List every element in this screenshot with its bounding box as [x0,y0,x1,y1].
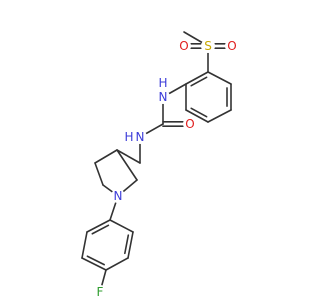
fluorine-atom-label: F [97,285,104,299]
bond-layer [81,31,233,293]
aromatic-bond-inner [190,107,208,118]
aromatic-bond-outer [127,231,134,259]
single-bond [94,149,118,164]
pyrrolidine-nitrogen-label: N [114,189,123,203]
sulfonyl-oxygen-left-label-background [177,39,191,53]
sulfonyl-oxygen-right-label: O [227,39,236,53]
single-bond [94,162,104,186]
aromatic-bond-inner [91,224,110,235]
single-bond [116,149,141,164]
aromatic-bond-inner [190,76,208,87]
urea-nh-alkyl-hydrogen-label-background [122,130,136,144]
single-bond [207,71,232,85]
aromatic-bond-outer [86,219,111,233]
sulfonyl-oxygen-left-label: O [179,39,188,53]
urea-oxygen-label-background [183,117,197,131]
aromatic-bond-outer [81,257,107,271]
urea-nh-alkyl-hydrogen-label: H [124,130,133,144]
urea-nitrogen-alkyl-label: N [136,130,145,144]
urea-nitrogen-aryl-label: N [159,90,168,104]
urea-nitrogen-aryl-label-background [156,90,170,104]
aromatic-bond-inner [86,255,105,266]
single-bond [109,219,134,233]
single-bond [116,149,138,181]
sulfur-atom-label-background [201,39,215,53]
single-bond [207,109,232,123]
sulfur-atom-label: S [204,39,212,53]
single-bond [105,257,129,271]
urea-nh-aryl-hydrogen-label-background [156,76,170,90]
urea-nh-aryl-hydrogen-label: H [158,76,167,90]
aromatic-bond-outer [185,109,209,123]
single-bond [81,231,88,259]
fluorine-atom-label-background [93,285,107,299]
aromatic-bond-outer [185,71,209,85]
urea-oxygen-label: O [185,117,194,131]
aromatic-bond-inner [124,234,130,255]
pyrrolidine-nitrogen-label-background [111,189,125,203]
urea-nitrogen-alkyl-label-background [133,130,147,144]
sulfonyl-oxygen-right-label-background [225,39,239,53]
